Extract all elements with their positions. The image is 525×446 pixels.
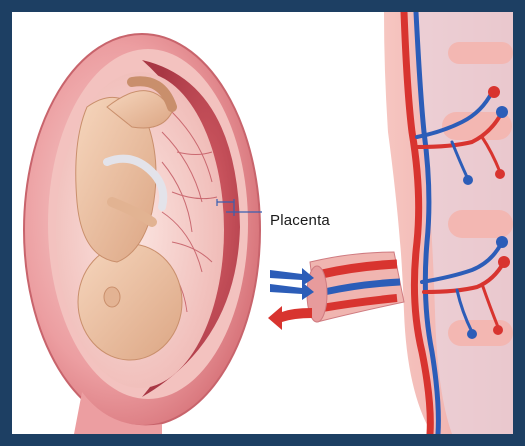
uterine-tissue-detail — [384, 12, 513, 434]
red-arrow-out-icon — [268, 306, 312, 330]
illustration-canvas: Placenta — [12, 12, 513, 434]
placenta-illustration — [12, 12, 513, 434]
placenta-label: Placenta — [270, 212, 330, 229]
umbilical-cord-detail — [307, 252, 404, 322]
